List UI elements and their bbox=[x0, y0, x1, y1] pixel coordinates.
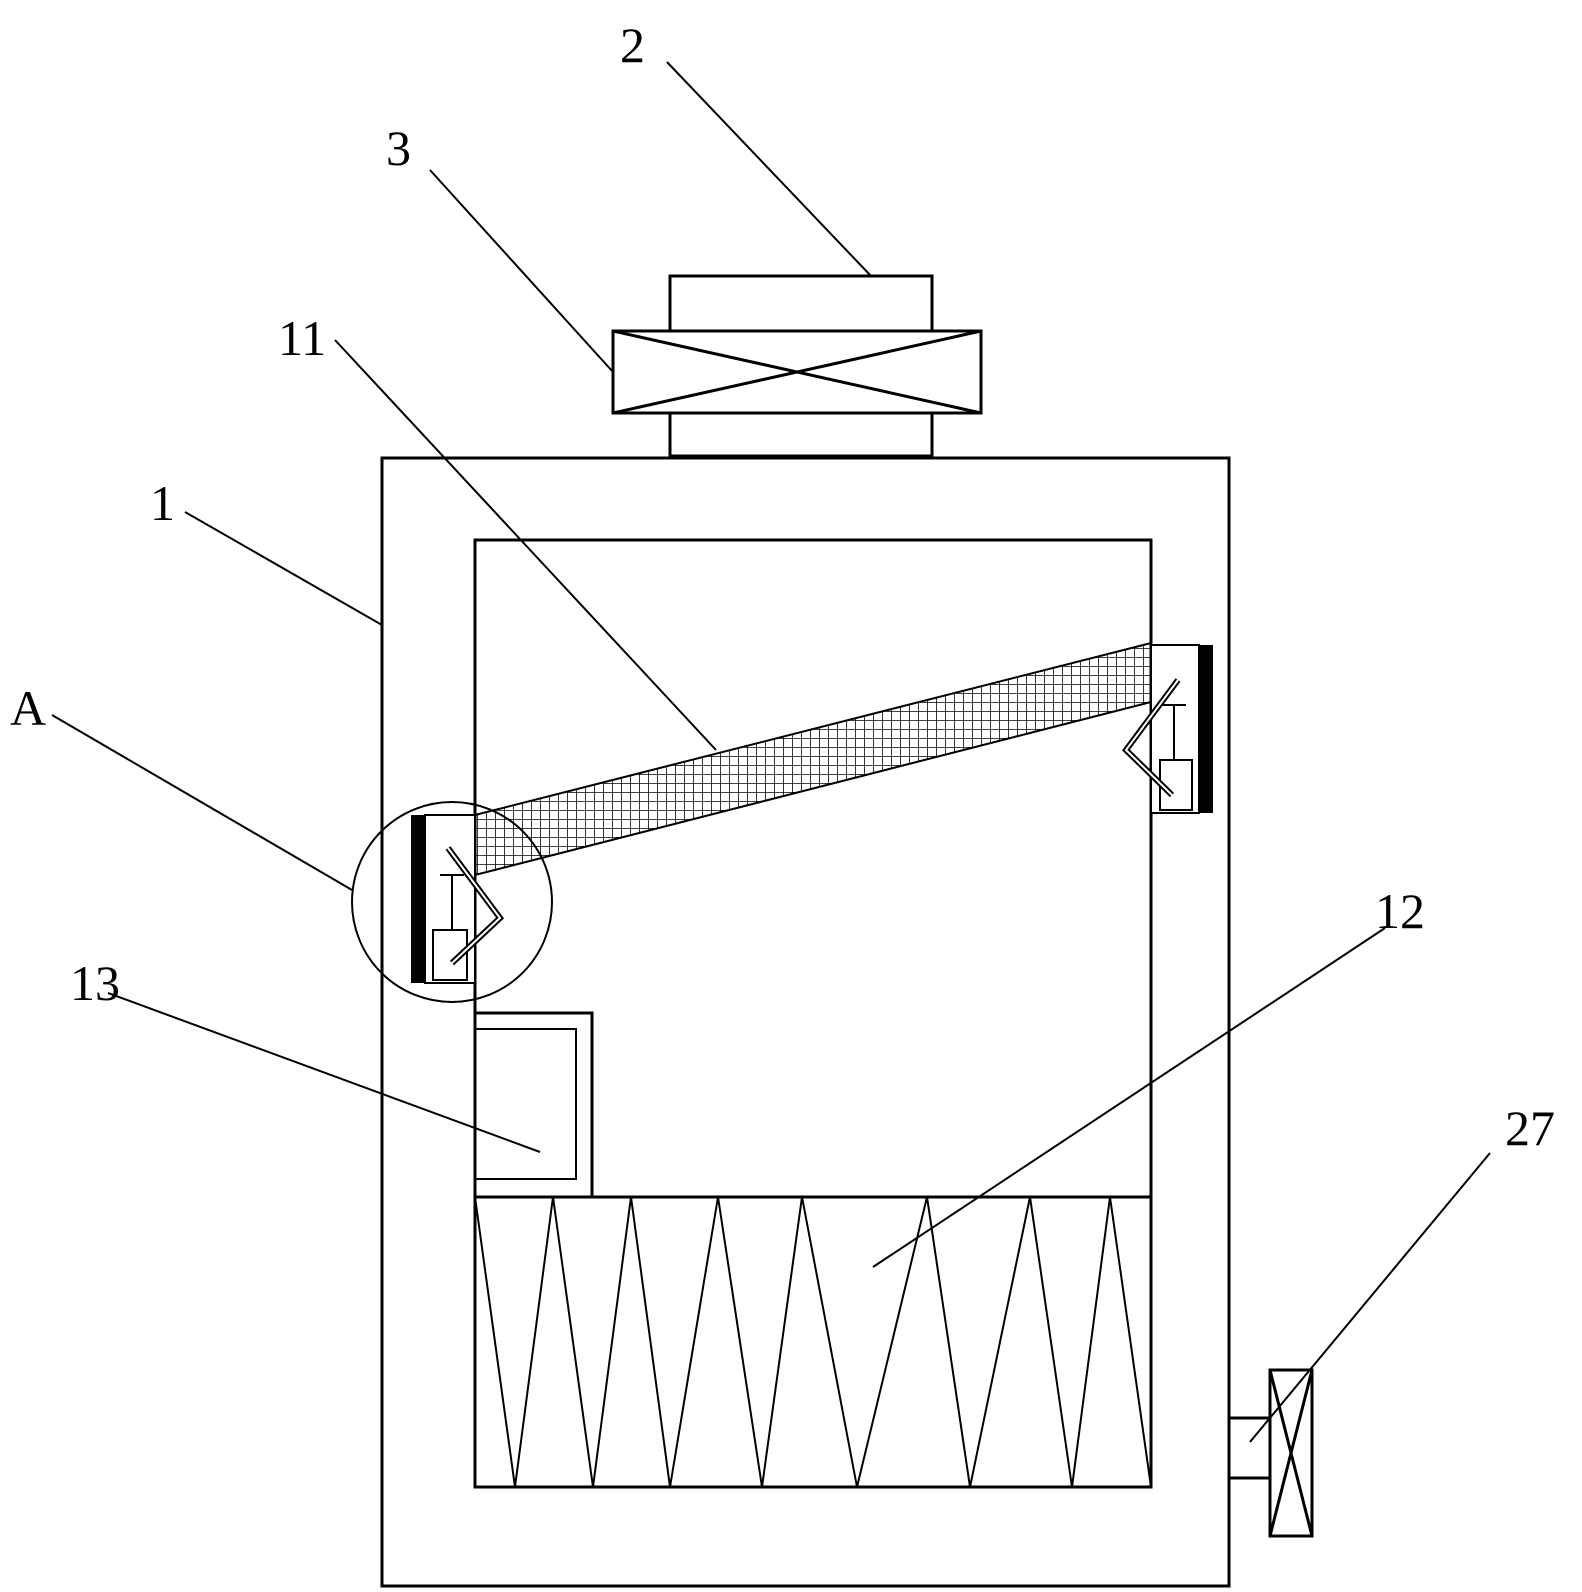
top-valve bbox=[611, 329, 983, 415]
drain-valve bbox=[1229, 1368, 1314, 1538]
leader-lines bbox=[51, 61, 1491, 1443]
right-bracket-assembly bbox=[1122, 644, 1213, 814]
filter-element bbox=[474, 1195, 1152, 1488]
outer-housing bbox=[380, 456, 1231, 1588]
detail-a-circle bbox=[351, 801, 553, 1003]
label-filter-screen: 11 bbox=[278, 310, 326, 366]
left-bracket-assembly bbox=[411, 814, 505, 984]
side-box bbox=[473, 1011, 594, 1199]
label-filter-element: 12 bbox=[1375, 883, 1425, 939]
label-outlet-pipe: 2 bbox=[620, 17, 645, 73]
label-side-box: 13 bbox=[70, 955, 120, 1011]
label-housing: 1 bbox=[150, 475, 175, 531]
label-detail-a: A bbox=[10, 680, 46, 736]
filter-screen-mesh bbox=[474, 641, 1152, 877]
label-top-valve: 3 bbox=[386, 120, 411, 176]
label-drain-valve: 27 bbox=[1505, 1100, 1555, 1156]
